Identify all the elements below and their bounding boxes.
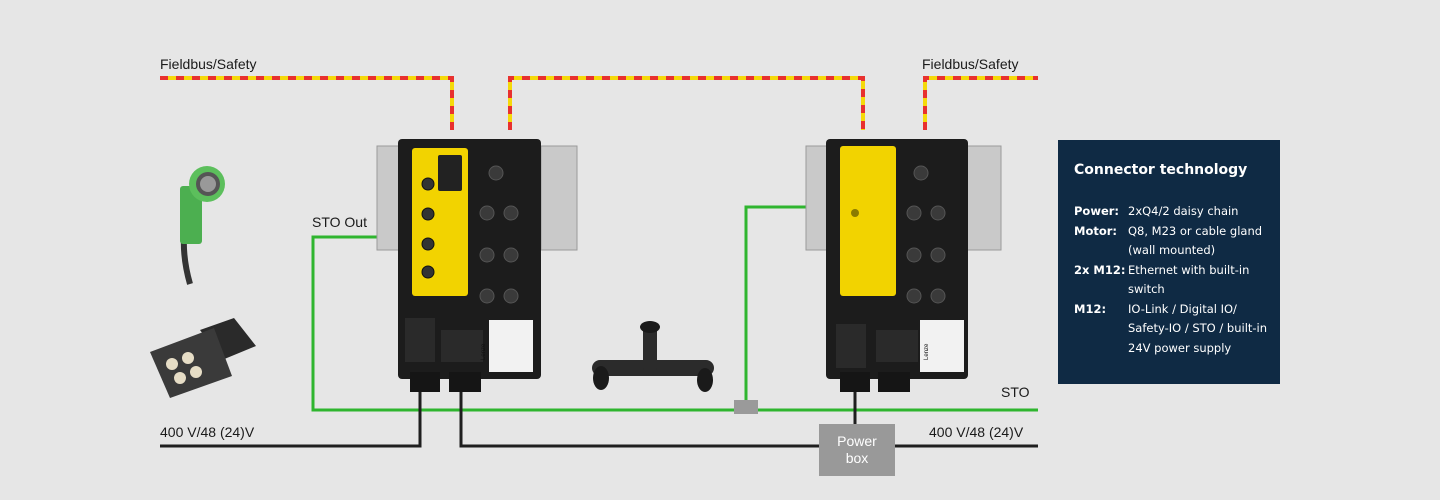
- panel-row-value: IO-Link / Digital IO/ Safety-IO / STO / …: [1128, 301, 1268, 355]
- fieldbus-line-right: [923, 76, 1038, 130]
- panel-title: Connector technology: [1074, 162, 1248, 178]
- drive-device-left: [376, 139, 578, 392]
- sto-out-label: STO Out: [312, 214, 367, 230]
- device-badge-right: Lenze: [924, 343, 930, 360]
- panel-row-key: 2x M12:: [1074, 262, 1126, 277]
- panel-row-motor: Motor: Q8, M23 or cable gland (wall moun…: [1074, 222, 1268, 261]
- panel-row-key: Motor:: [1074, 223, 1118, 238]
- m12-angled-connector-image: [180, 166, 225, 285]
- panel-row-key: M12:: [1074, 301, 1107, 316]
- voltage-label-right: 400 V/48 (24)V: [929, 424, 1024, 440]
- fieldbus-line-left: [160, 76, 454, 130]
- voltage-label-left: 400 V/48 (24)V: [160, 424, 255, 440]
- fieldbus-line-middle: [508, 76, 865, 130]
- panel-row-m12-ethernet: 2x M12: Ethernet with built-in switch: [1074, 261, 1268, 300]
- t-connector-image: [592, 321, 714, 392]
- panel-row-value: 2xQ4/2 daisy chain: [1128, 204, 1239, 218]
- connector-technology-panel: Connector technology Power: 2xQ4/2 daisy…: [1058, 140, 1280, 384]
- panel-row-power: Power: 2xQ4/2 daisy chain: [1074, 202, 1268, 222]
- power-connector-image: [150, 318, 256, 398]
- sto-branch-line: [744, 205, 808, 400]
- sto-label: STO: [1001, 384, 1030, 400]
- fieldbus-safety-label-left: Fieldbus/Safety: [160, 56, 257, 72]
- power-box-label: Power box: [837, 433, 877, 466]
- fieldbus-safety-label-right: Fieldbus/Safety: [922, 56, 1019, 72]
- power-line-left: [160, 392, 422, 448]
- device-badge-left: Lenze: [481, 343, 487, 360]
- sto-out-line: [311, 235, 1038, 412]
- panel-row-value: Ethernet with built-in switch: [1128, 262, 1250, 297]
- power-line-middle: [459, 392, 819, 448]
- drive-device-right: [805, 139, 1002, 392]
- panel-row-m12-io: M12: IO-Link / Digital IO/ Safety-IO / S…: [1074, 300, 1268, 359]
- panel-row-key: Power:: [1074, 204, 1120, 218]
- power-box: Power box: [819, 424, 895, 476]
- panel-row-value: Q8, M23 or cable gland (wall mounted): [1128, 223, 1263, 258]
- sto-t-junction: [734, 400, 758, 414]
